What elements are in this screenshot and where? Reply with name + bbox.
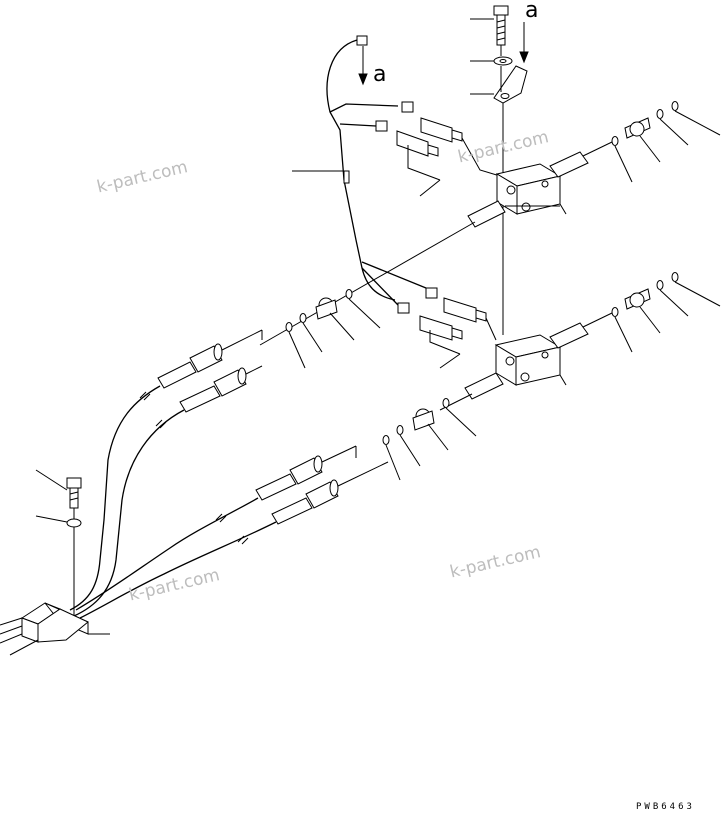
figure-code: PWB6463 — [636, 802, 695, 812]
o-ring — [611, 136, 619, 146]
top-bolt — [493, 5, 509, 46]
hose-upper-2 — [73, 365, 263, 617]
adapter-fitting-upper-right — [624, 117, 651, 139]
view-label-a-top: a — [525, 0, 539, 23]
hose-clamp — [20, 602, 89, 643]
hose-lower-2 — [79, 461, 389, 619]
pressure-switch-upper-a — [420, 117, 463, 143]
pressure-switch-lower-b — [419, 315, 463, 341]
upper-harness — [326, 39, 438, 314]
hose-upper-1 — [69, 329, 263, 611]
adapter-fitting-mid-left — [315, 297, 338, 320]
mounting-bracket — [493, 65, 528, 104]
valve-block-lower — [494, 334, 562, 386]
adapter-fitting-lower-right — [624, 288, 651, 310]
top-washer — [493, 56, 513, 66]
pressure-switch-lower-a — [443, 297, 487, 323]
valve-block-upper — [495, 163, 562, 215]
hose-lower-1 — [75, 445, 357, 611]
view-label-a-left: a — [373, 62, 387, 87]
clamp-washer — [66, 518, 82, 528]
adapter-fitting-lower-mid — [412, 408, 435, 431]
clamp-bolt — [66, 477, 82, 509]
pressure-switch-upper-b — [396, 130, 439, 157]
